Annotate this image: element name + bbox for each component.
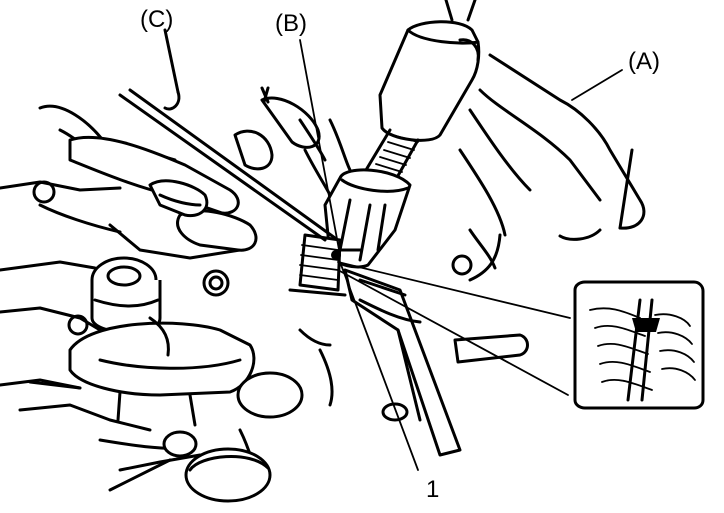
hand-fingers bbox=[68, 86, 321, 252]
pointer-dot bbox=[331, 250, 341, 260]
label-c: (C) bbox=[140, 6, 174, 33]
head-casting-right bbox=[298, 53, 646, 324]
leader-lines bbox=[299, 39, 623, 471]
label-b: (B) bbox=[275, 10, 307, 37]
valve-guide-plate bbox=[298, 268, 529, 457]
rocker-arm bbox=[28, 256, 256, 492]
valve-spring bbox=[288, 233, 347, 297]
spring-compressor bbox=[323, 0, 481, 269]
label-1: 1 bbox=[426, 476, 440, 503]
bolt-heads bbox=[32, 180, 481, 361]
round-boss bbox=[184, 371, 304, 503]
magnified-inset bbox=[337, 261, 705, 410]
magnet-tool-c bbox=[118, 28, 337, 242]
label-a: (A) bbox=[628, 48, 660, 75]
